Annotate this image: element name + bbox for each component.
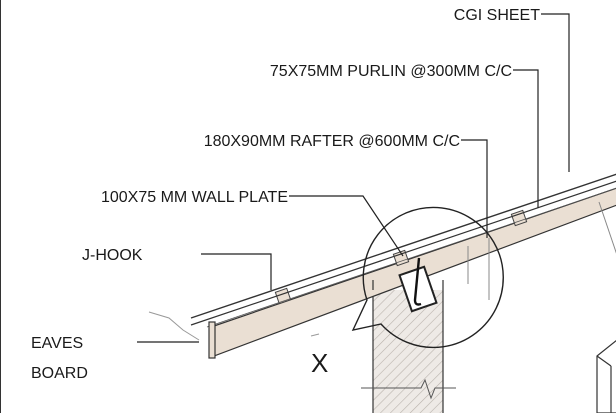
- label-wall-plate: 100X75 MM WALL PLATE: [101, 189, 288, 206]
- wall-break-line: [361, 378, 456, 400]
- sketch-stroke: [148, 311, 200, 341]
- label-cgi-sheet: CGI SHEET: [454, 7, 540, 24]
- section-box: [596, 340, 616, 413]
- leader-purlin: [513, 69, 539, 208]
- cgi-sheet-bottom: [190, 180, 616, 326]
- leader-cgi-sheet: [541, 13, 570, 172]
- cgi-sheet-top: [190, 173, 616, 319]
- cgi-sheet-underside: [206, 187, 616, 328]
- guide-line: [598, 201, 616, 254]
- sketch-stroke: [310, 333, 320, 337]
- label-purlin: 75X75MM PURLIN @300MM C/C: [270, 63, 512, 80]
- label-eaves-line2: BOARD: [31, 365, 88, 382]
- leader-wall-plate: [289, 195, 404, 257]
- purlin-block: [510, 209, 528, 227]
- label-rafter: 180X90MM RAFTER @600MM C/C: [204, 133, 460, 150]
- section-mark-x: X: [311, 348, 328, 378]
- detail-callout-circle: [351, 206, 504, 349]
- leader-rafter: [461, 139, 488, 238]
- wall-hatch: [373, 290, 443, 413]
- eaves-board: [208, 321, 216, 359]
- j-hook: [413, 257, 422, 306]
- leader-j-hook: [201, 253, 272, 290]
- label-j-hook: J-HOOK: [82, 247, 143, 264]
- label-eaves-line1: EAVES: [31, 335, 83, 352]
- wall-plate: [398, 265, 438, 313]
- purlin-block: [392, 249, 410, 267]
